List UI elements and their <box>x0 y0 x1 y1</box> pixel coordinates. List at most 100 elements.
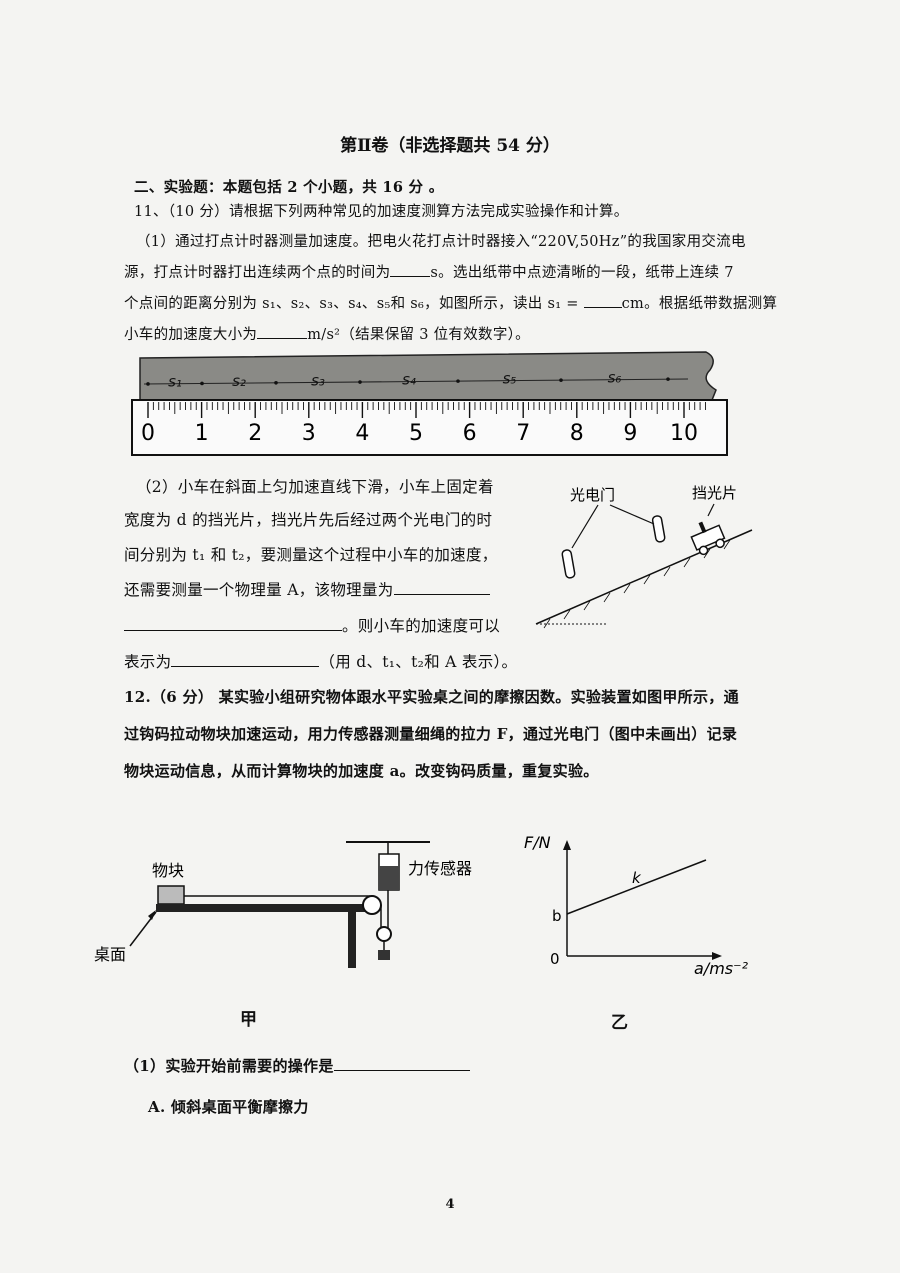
tape-dot <box>146 382 150 386</box>
arrow-head <box>148 910 156 920</box>
ruler-number: 1 <box>195 421 209 446</box>
tape-dot <box>200 381 204 386</box>
segment-label: s₁ <box>168 373 182 391</box>
answer-blank-s1[interactable] <box>583 291 622 308</box>
ruler-number: 2 <box>248 421 262 446</box>
x-axis-label: a/ms⁻² <box>694 959 749 978</box>
answer-blank-operation[interactable] <box>333 1054 470 1071</box>
desk-label: 桌面 <box>94 945 126 964</box>
tape-line <box>143 378 689 385</box>
ruler-number: 6 <box>463 421 477 446</box>
answer-blank-quantity-a[interactable] <box>393 578 490 595</box>
force-sensor-body <box>379 866 399 890</box>
fit-line <box>566 859 707 915</box>
tape-dot <box>274 380 278 385</box>
q11-part2-line2: 宽度为 d 的挡光片，挡光片先后经过两个光电门的时 <box>124 511 493 529</box>
section-heading: 二、实验题：本题包括 2 个小题，共 16 分 。 <box>134 179 444 196</box>
q11-part1-line2: 源，打点计时器打出连续两个点的时间为 s。选出纸带中点迹清晰的一段，纸带上连续 7 <box>124 260 734 282</box>
figure-a-caption: 甲 <box>240 1010 257 1030</box>
q12-line1: 12.（6 分） 某实验小组研究物体跟水平实验桌之间的摩擦因数。实验装置如图甲所… <box>124 688 739 706</box>
q11-text: s。选出纸带中点迹清晰的一段，纸带上连续 7 <box>430 265 734 281</box>
ruler-number: 10 <box>670 421 698 446</box>
q11-text: cm。根据纸带数据测算 <box>621 296 778 312</box>
segment-label: s₂ <box>232 372 246 390</box>
paper-tape <box>139 351 717 405</box>
segment-label: s₅ <box>503 370 517 388</box>
desk-leg <box>348 912 356 968</box>
ruler-body <box>131 399 728 456</box>
ruler-ticks <box>147 402 706 418</box>
q11-part2-line1: （2）小车在斜面上匀加速直线下滑，小车上固定着 <box>136 478 494 496</box>
photogate-2 <box>651 515 666 543</box>
desk-top <box>156 904 368 912</box>
q11-text: 小车的加速度大小为 <box>124 327 258 343</box>
q11-part2-line5: 。则小车的加速度可以 <box>124 614 500 636</box>
q12-sub1: （1）实验开始前需要的操作是 <box>124 1054 470 1076</box>
x-axis-arrow <box>712 952 722 960</box>
segment-label: s₄ <box>402 371 416 389</box>
photogate-1 <box>561 549 576 579</box>
segment-label: s₃ <box>311 371 325 389</box>
flag-label: 挡光片 <box>692 484 737 502</box>
tape-dot <box>456 379 460 383</box>
answer-blank-quantity-a-cont[interactable] <box>124 614 342 631</box>
ruler-number: 7 <box>516 421 530 446</box>
tape-dot <box>358 380 362 384</box>
moving-pulley <box>376 926 392 942</box>
tape-dot <box>666 377 670 381</box>
answer-blank-expression[interactable] <box>171 650 320 667</box>
q11-text: m/s²（结果保留 3 位有效数字）。 <box>307 327 530 343</box>
q11-part2-line4: 还需要测量一个物理量 A，该物理量为 <box>124 578 490 600</box>
q11-text: 表示为 <box>124 653 172 671</box>
friction-apparatus: 物块 力传感器 桌面 <box>94 841 472 968</box>
incline-figure: 光电门 挡光片 <box>535 484 753 629</box>
pointer-line <box>707 503 715 517</box>
incline-hatch <box>543 539 731 629</box>
photogate-label: 光电门 <box>570 486 615 504</box>
pulley <box>362 895 382 915</box>
intercept-label: b <box>552 907 562 925</box>
q12-line2: 过钩码拉动物块加速运动，用力传感器测量细绳的拉力 F，通过光电门（图中未画出）记… <box>124 725 738 743</box>
sensor-label: 力传感器 <box>408 859 472 878</box>
slope-label: k <box>632 869 642 887</box>
ruler-number: 0 <box>141 421 155 446</box>
pointer-line <box>571 504 599 549</box>
q11-text: （用 d、t₁、t₂和 A 表示）。 <box>319 653 518 671</box>
q12-line3: 物块运动信息，从而计算物块的加速度 a。改变钩码质量，重复实验。 <box>124 762 599 780</box>
block-label: 物块 <box>152 861 184 880</box>
q11-part2-line6: 表示为 （用 d、t₁、t₂和 A 表示）。 <box>124 650 517 672</box>
figure-b-caption: 乙 <box>611 1013 628 1033</box>
page-number: 4 <box>445 1197 455 1212</box>
force-acceleration-graph: F/N a/ms⁻² 0 b k <box>524 833 749 978</box>
q11-text: 个点间的距离分别为 s₁、s₂、s₃、s₄、s₅和 s₆，如图所示，读出 s₁ … <box>124 296 579 312</box>
y-axis-arrow <box>563 840 571 850</box>
q11-stem: 11、（10 分）请根据下列两种常见的加速度测算方法完成实验操作和计算。 <box>134 204 629 220</box>
hook-weight <box>378 950 390 960</box>
option-a[interactable]: A. 倾斜桌面平衡摩擦力 <box>148 1098 309 1116</box>
q12-text: （1）实验开始前需要的操作是 <box>124 1057 334 1075</box>
q11-part2-line3: 间分别为 t₁ 和 t₂，要测量这个过程中小车的加速度， <box>124 546 498 564</box>
q11-text: 还需要测量一个物理量 A，该物理量为 <box>124 581 394 599</box>
q11-text: 。则小车的加速度可以 <box>342 617 501 635</box>
cart <box>690 521 726 556</box>
q11-part1-line3: 个点间的距离分别为 s₁、s₂、s₃、s₄、s₅和 s₆，如图所示，读出 s₁ … <box>124 291 777 313</box>
ruler-number: 9 <box>623 421 637 446</box>
ruler-number: 8 <box>570 421 584 446</box>
ruler-number: 3 <box>302 421 316 446</box>
section-title: 第Ⅱ卷（非选择题共 54 分） <box>340 136 560 156</box>
tape-dots <box>146 377 670 386</box>
y-axis-label: F/N <box>524 833 551 852</box>
answer-blank-acceleration[interactable] <box>257 322 308 339</box>
block <box>157 885 185 905</box>
q11-part1-line4: 小车的加速度大小为 m/s²（结果保留 3 位有效数字）。 <box>124 322 530 344</box>
tape-dot <box>559 378 563 382</box>
ruler-number: 5 <box>409 421 423 446</box>
answer-blank-period[interactable] <box>390 260 431 277</box>
pointer-line <box>609 504 655 525</box>
q11-text: 源，打点计时器打出连续两个点的时间为 <box>124 265 391 281</box>
origin-label: 0 <box>550 950 560 968</box>
q11-part1-line1: （1）通过打点计时器测量加速度。把电火花打点计时器接入“220V,50Hz”的我… <box>136 234 746 250</box>
